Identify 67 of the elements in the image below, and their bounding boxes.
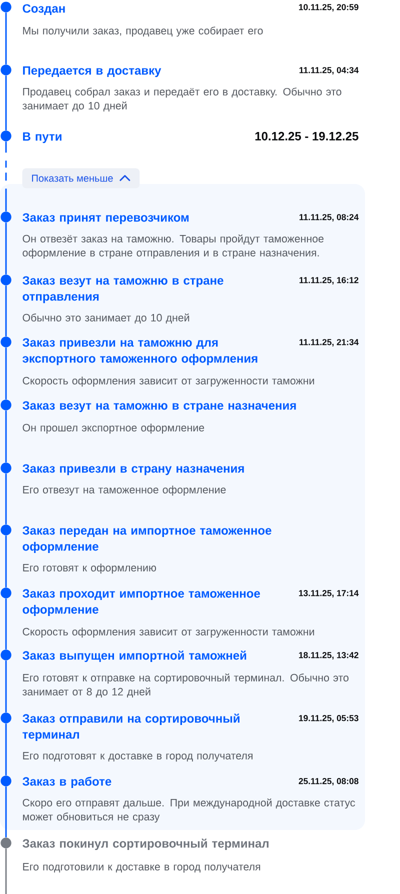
status-title: Заказ везут на таможню в стране назначения [22, 401, 296, 412]
panel [0, 184, 365, 830]
status-description: Его отвезут на таможенное оформление [23, 486, 226, 496]
timeline-dot [0, 776, 12, 786]
status-description: Скорость оформления зависит от загруженности таможни [22, 628, 314, 638]
timeline-dot [0, 650, 12, 660]
status-description: Его подготовят к доставке в город получателя [23, 752, 252, 762]
status-title: Создан [22, 4, 65, 15]
timestamp: 19.11.25, 05:53 [299, 715, 358, 722]
timeline-dot [0, 838, 12, 848]
status-title: Заказ принят перевозчиком [22, 213, 189, 224]
timeline-line [5, 786, 7, 838]
status-title: Заказ везут на таможню в стране отправления [22, 276, 224, 304]
timeline-line [5, 724, 7, 776]
status-title: Заказ в работе [22, 776, 112, 788]
status-title: В пути [23, 132, 62, 144]
status-description: Продавец собрал заказ и передаёт его в доставку. Обычно это занимает до 10 дней [22, 88, 342, 112]
timeline-dot [0, 524, 12, 536]
timestamp: 11.11.25, 21:34 [300, 339, 359, 346]
status-description: Скорость оформления зависит от загруженности таможни [22, 376, 314, 387]
timeline-dot [0, 274, 12, 286]
timeline-line [5, 848, 7, 894]
timestamp: 11.11.25, 08:24 [300, 214, 359, 222]
status-description: Скоро его отправят дальше. При международной доставке статус может обновиться не сразу [22, 798, 356, 823]
timeline-line [5, 348, 7, 400]
timeline-line [5, 142, 7, 212]
date-range: 10.12.25 - 19.12.25 [255, 132, 358, 140]
status-title: Заказ передан на импортное таможенное оформление [22, 526, 272, 554]
status-description: Мы получили заказ, продавец уже собирает его [23, 26, 263, 37]
timeline-dot [0, 2, 12, 12]
timeline-dot [0, 130, 12, 142]
status-title: Заказ отправили на сортировочный терминал [22, 714, 240, 742]
timeline-dot [0, 64, 12, 76]
timeline-line [5, 598, 7, 650]
status-title: Заказ привезли на таможню для экспортного таможенного оформления [22, 338, 258, 366]
timeline-line [5, 222, 7, 274]
timestamp: 11.11.25, 16:12 [300, 277, 358, 284]
timestamp: 18.11.25, 13:42 [299, 652, 358, 660]
timeline-dot [0, 336, 12, 348]
timeline-dot [0, 212, 12, 222]
status-title: Заказ привезли в страну назначения [22, 464, 244, 476]
show-less-button: Показать меньше [22, 168, 140, 188]
status-title: Заказ проходит импортное таможенное оформление [22, 589, 260, 616]
status-description: Он отвезёт заказ на таможню. Товары пройдут таможенное оформление в стране отправления и в стране назначения. [22, 234, 324, 259]
status-title: Заказ выпущен импортной таможней [22, 650, 246, 662]
timestamp: 25.11.25, 08:08 [298, 778, 358, 786]
status-description: Обычно это занимает до 10 дней [22, 313, 190, 324]
status-description: Его готовят к отправке на сортировочный терминал. Обычно это занимает от 8 до 12 дней [22, 673, 348, 698]
timeline-dot [0, 462, 12, 474]
timeline-dot [0, 712, 12, 724]
timeline-line [5, 410, 7, 462]
timestamp: 11.11.25, 04:34 [300, 67, 359, 74]
status-description: Его готовят к оформлению [23, 564, 156, 574]
timeline-line [5, 76, 7, 130]
timeline-dot [0, 400, 12, 410]
timeline-dot [0, 588, 12, 598]
timeline-line [5, 660, 7, 712]
status-title: Заказ покинул сортировочный терминал [22, 838, 268, 850]
status-description: Его подготовили к доставке в город получателя [23, 863, 260, 873]
timeline-line [5, 286, 7, 336]
timeline-line [5, 474, 7, 524]
status-title: Передается в доставку [23, 66, 162, 78]
timeline-line [5, 12, 7, 64]
timeline-line [5, 536, 7, 588]
status-description: Он прошел экспортное оформление [22, 424, 204, 434]
timestamp: 13.11.25, 17:14 [299, 590, 359, 598]
timestamp: 10.11.25, 20:59 [299, 4, 358, 12]
